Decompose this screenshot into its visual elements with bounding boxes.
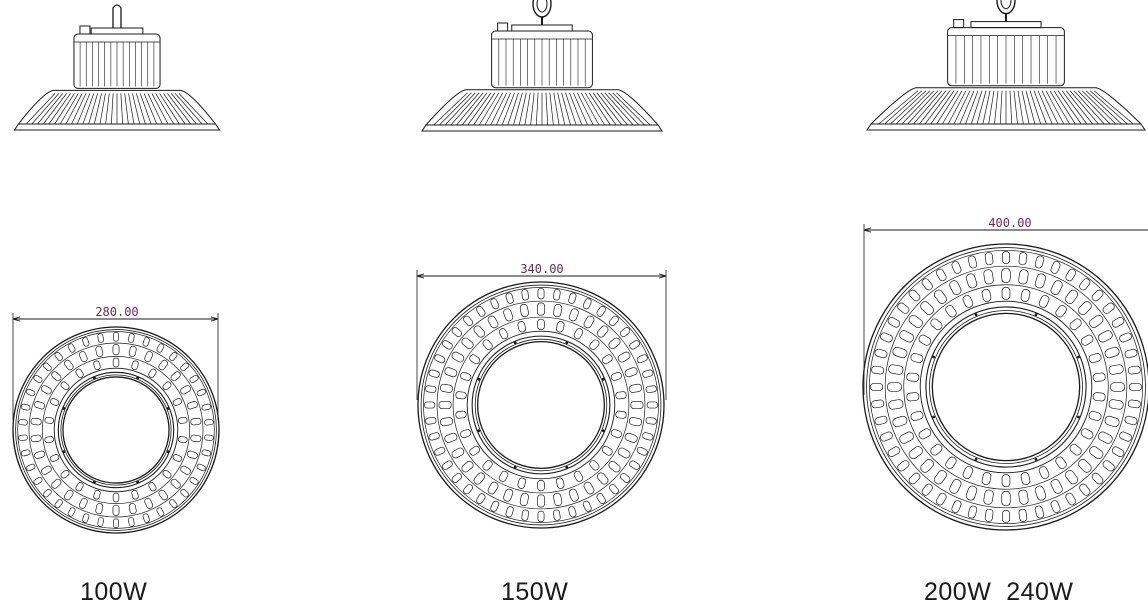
dimension-label-100w: 280.00 (95, 305, 138, 319)
wattage-label-150w: 150W (501, 578, 569, 606)
top-200w-outer-rim (862, 243, 1148, 531)
top-150w-slot-row-3 (455, 318, 627, 492)
side-200w-hook (996, 0, 1016, 15)
top-view-150w (417, 281, 665, 529)
side-150w-fins (433, 92, 651, 126)
dimension-150w: 340.00 (416, 262, 667, 400)
side-200w-fins (878, 90, 1134, 125)
top-150w-slot-row-1 (424, 288, 658, 522)
top-100w-slot-row-1 (18, 332, 214, 528)
top-100w-lens (62, 376, 170, 484)
top-150w-slot-row-2 (438, 302, 644, 508)
side-view-100w (13, 4, 221, 131)
top-100w-slot-row-2 (30, 344, 202, 516)
wattage-label-200w: 200W 240W (924, 578, 1074, 606)
side-view-200w (866, 0, 1146, 131)
side-150w-hook (532, 0, 552, 18)
wattage-label-100w: 100W (80, 578, 148, 606)
side-100w-lens-rim (13, 123, 221, 131)
dimension-label-150w: 340.00 (520, 262, 563, 276)
top-view-200w (862, 243, 1148, 531)
dimension-200w: 400.00 (863, 216, 1148, 395)
top-150w-outer-rim (417, 281, 665, 529)
top-200w-slot-row-2 (886, 267, 1126, 507)
top-100w-slot-row-3 (44, 357, 188, 503)
side-150w-lens-rim (421, 124, 663, 132)
dimension-label-200w: 400.00 (988, 216, 1031, 230)
dimension-100w: 280.00 (12, 305, 219, 420)
top-200w-slot-row-1 (870, 251, 1142, 523)
top-view-100w (12, 326, 220, 534)
side-100w-fins (25, 93, 209, 125)
top-200w-lens (931, 312, 1081, 462)
top-150w-lens (477, 341, 605, 469)
top-200w-slot-row-3 (906, 286, 1106, 488)
side-100w-hook (112, 4, 122, 28)
side-view-150w (421, 0, 663, 132)
side-200w-lens-rim (866, 123, 1146, 131)
top-100w-outer-rim (12, 326, 220, 534)
